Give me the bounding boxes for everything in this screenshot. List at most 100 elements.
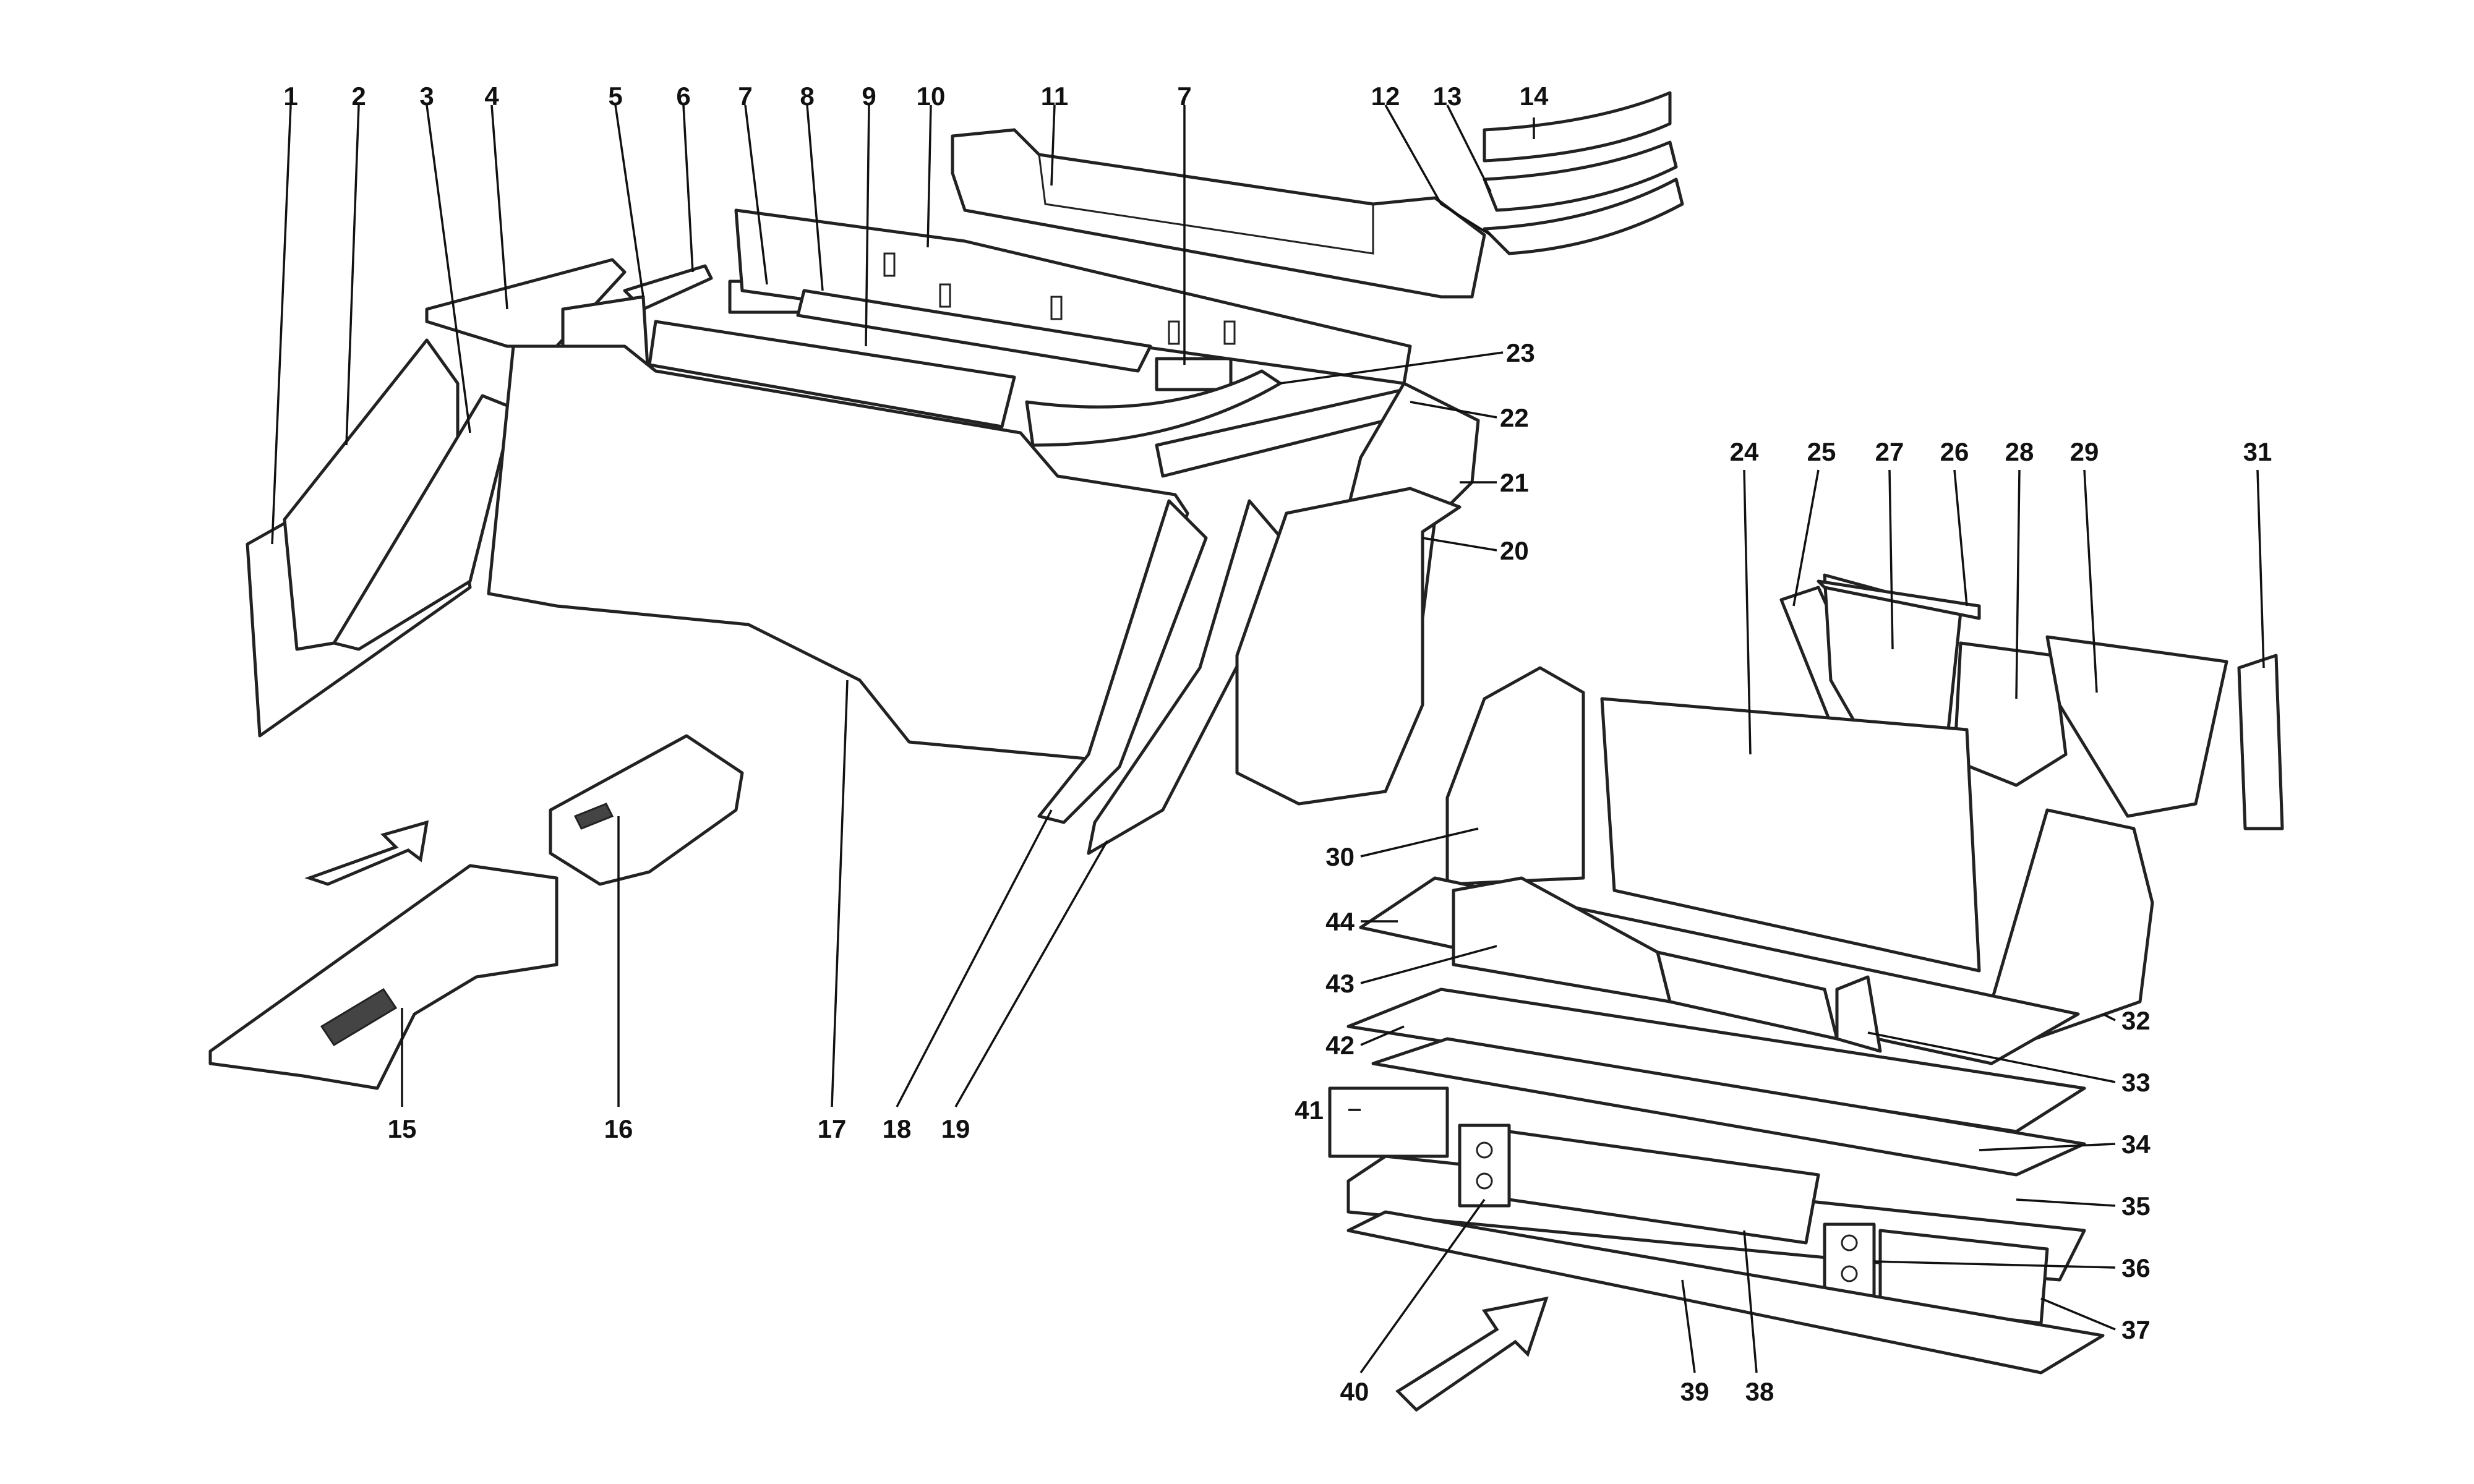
part-24-main-panel — [1600, 697, 1981, 973]
callout-11: 11 — [1041, 82, 1068, 111]
callout-5: 5 — [608, 82, 622, 111]
callout-16: 16 — [604, 1114, 633, 1143]
part-8-strip — [796, 289, 1152, 373]
callout-42: 42 — [1325, 1031, 1355, 1060]
callout-41: 41 — [1295, 1096, 1324, 1125]
leader-36 — [1873, 1260, 2116, 1269]
part-9-long-strip — [648, 320, 1016, 429]
callout-36: 36 — [2121, 1253, 2151, 1282]
part-34-strip — [1371, 1037, 2086, 1177]
callout-17: 17 — [818, 1114, 847, 1143]
leader-8 — [806, 104, 824, 291]
leader-11 — [1050, 104, 1056, 186]
leader-38 — [1743, 1230, 1758, 1373]
part-23-curved-trim — [1025, 369, 1282, 447]
callout-18: 18 — [883, 1114, 912, 1143]
callout-23: 23 — [1506, 338, 1535, 367]
leader-37 — [2040, 1297, 2116, 1331]
leader-31 — [2256, 469, 2265, 668]
leader-13 — [1446, 104, 1492, 192]
part-10-slot-2 — [939, 283, 951, 308]
callout-14: 14 — [1520, 82, 1549, 111]
part-15-cover-slot — [320, 987, 398, 1047]
leader-26 — [1953, 469, 1968, 607]
callout-21: 21 — [1500, 468, 1529, 497]
part-11-crossbeam-inner — [1038, 154, 1374, 255]
callout-25: 25 — [1807, 437, 1836, 466]
leader-lines — [271, 104, 2265, 1374]
part-13-arc — [1483, 140, 1678, 212]
leader-25 — [1792, 469, 1820, 607]
callout-28: 28 — [2005, 437, 2034, 466]
leader-19 — [954, 840, 1108, 1107]
callout-30: 30 — [1325, 842, 1355, 871]
part-16-cover — [549, 734, 744, 886]
callout-31: 31 — [2243, 437, 2272, 466]
leader-43 — [1360, 945, 1497, 984]
callout-24: 24 — [1730, 437, 1759, 466]
leader-20 — [1422, 537, 1497, 552]
part-26-panel — [1817, 579, 1981, 620]
part-30-box — [1445, 666, 1585, 886]
part-20-wheel-arch — [1235, 487, 1462, 806]
part-40-bracket — [1458, 1124, 1511, 1208]
leader-29 — [2083, 469, 2098, 693]
callout-27: 27 — [1875, 437, 1904, 466]
leader-42 — [1360, 1025, 1405, 1046]
callout-44: 44 — [1325, 907, 1355, 936]
callout-39: 39 — [1680, 1377, 1710, 1406]
leader-34 — [1979, 1143, 2116, 1151]
callout-4: 4 — [484, 82, 499, 111]
leader-30 — [1360, 827, 1479, 858]
part-41-pad — [1328, 1086, 1449, 1158]
part-40-hole-1 — [1476, 1141, 1493, 1159]
leader-40 — [1359, 1198, 1486, 1374]
leader-28 — [2015, 469, 2021, 699]
leader-12 — [1384, 104, 1491, 236]
left-assembly — [246, 91, 1684, 855]
leader-32 — [2102, 1013, 2116, 1021]
leader-6 — [682, 104, 694, 273]
leader-10 — [927, 104, 932, 248]
part-12-arc — [1483, 177, 1684, 255]
part-29-panel — [2045, 635, 2228, 818]
part-14-arc — [1483, 91, 1672, 163]
leader-4 — [490, 104, 508, 310]
part-3-trim — [332, 394, 515, 651]
callout-10: 10 — [917, 82, 946, 111]
leader-33 — [1867, 1031, 2116, 1083]
callout-33: 33 — [2121, 1068, 2151, 1097]
part-11-crossbeam — [951, 128, 1486, 299]
part-16-cover-slot — [573, 803, 614, 830]
loose-parts — [208, 734, 744, 1090]
part-10-slot-3 — [1050, 296, 1063, 320]
part-10-slot-1 — [883, 252, 896, 277]
callout-3: 3 — [419, 82, 434, 111]
callout-13: 13 — [1433, 82, 1462, 111]
part-10-slot-4 — [1168, 320, 1180, 345]
callout-38: 38 — [1745, 1377, 1774, 1406]
leader-22 — [1410, 401, 1497, 419]
leader-7a — [744, 104, 768, 285]
callout-34: 34 — [2121, 1130, 2151, 1159]
leader-27 — [1888, 469, 1894, 650]
part-18-pillar — [1037, 499, 1208, 824]
callout-6: 6 — [676, 82, 690, 111]
direction-arrow-rear — [1395, 1296, 1549, 1412]
right-assembly — [1328, 573, 2284, 1412]
leader-23 — [1280, 351, 1504, 385]
leader-39 — [1681, 1279, 1696, 1373]
callout-2: 2 — [351, 82, 366, 111]
part-36-hole-1 — [1841, 1234, 1858, 1252]
callout-32: 32 — [2121, 1006, 2151, 1035]
callout-7a: 7 — [738, 82, 752, 111]
part-39-floor-rail — [1346, 1210, 2105, 1375]
part-36-hole-2 — [1841, 1265, 1858, 1282]
part-10-slot-5 — [1223, 320, 1236, 345]
leader-5 — [614, 104, 644, 297]
leader-35 — [2016, 1198, 2116, 1207]
part-28-panel — [1953, 641, 2068, 787]
callout-8: 8 — [800, 82, 814, 111]
part-40-hole-2 — [1476, 1172, 1493, 1190]
